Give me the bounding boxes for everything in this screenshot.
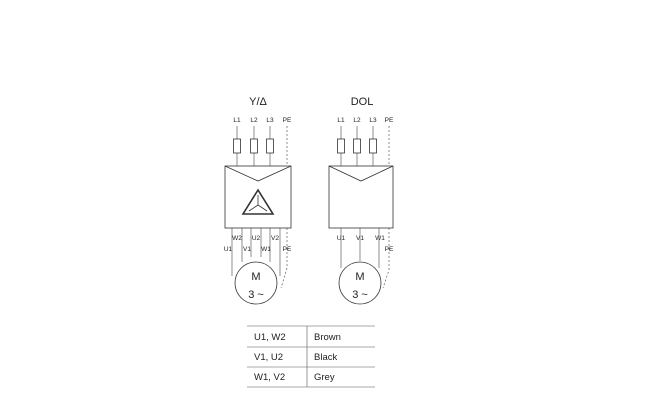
star-symbol-leg-2: [248, 204, 259, 212]
fuse-l3: [266, 138, 274, 154]
fuse-l2: [250, 138, 258, 154]
table-cell-terminals: U1, W2: [254, 332, 286, 343]
fuse-l1: [337, 138, 345, 154]
table-cell-color: Brown: [314, 332, 341, 343]
motor-pe-lead: [280, 228, 288, 289]
motor-letter: M: [251, 271, 260, 283]
terminal-label-w1: W1: [261, 246, 271, 253]
terminal-label-w2: W2: [232, 235, 242, 242]
fuse-l1: [233, 138, 241, 154]
dol-starter-box: [328, 165, 394, 229]
supply-label-pe: PE: [385, 117, 394, 124]
star-symbol-leg-3: [257, 204, 268, 212]
starter-chevron: [224, 165, 292, 182]
table-cell-color: Black: [314, 352, 337, 363]
supply-label-l3: L3: [369, 117, 377, 124]
starter-chevron: [328, 165, 394, 182]
supply-label-l2: L2: [250, 117, 258, 124]
terminal-label-u2: U2: [252, 235, 261, 242]
supply-label-l1: L1: [337, 117, 345, 124]
table-row: U1, W2 Brown: [254, 332, 341, 343]
supply-label-pe: PE: [283, 117, 292, 124]
table-row: W1, V2 Grey: [254, 372, 335, 383]
table-row: V1, U2 Black: [254, 352, 337, 363]
motor-letter: M: [355, 271, 364, 283]
supply-label-l3: L3: [266, 117, 274, 124]
star-delta-motor: [234, 261, 278, 305]
star-delta-diagram: Y/Δ L1 L2 L3 PE W2 U2 V2 U1 V1 W1 PE: [224, 96, 292, 305]
terminal-label-u1: U1: [224, 246, 233, 253]
terminal-label-v1: V1: [243, 246, 251, 253]
dol-motor: [338, 261, 382, 305]
table-cell-terminals: W1, V2: [254, 372, 285, 383]
terminal-label-v2: V2: [271, 235, 279, 242]
table-cell-terminals: V1, U2: [254, 352, 283, 363]
motor-phase: 3 ~: [248, 289, 264, 301]
terminal-label-pe: PE: [283, 246, 292, 253]
motor-phase: 3 ~: [352, 289, 368, 301]
dol-diagram: DOL L1 L2 L3 PE U1 V1 W1 PE M 3 ~: [328, 96, 394, 305]
fuse-l2: [353, 138, 361, 154]
supply-label-l2: L2: [353, 117, 361, 124]
terminal-label-w1: W1: [375, 235, 385, 242]
wire-color-table: U1, W2 Brown V1, U2 Black W1, V2 Grey: [247, 325, 375, 388]
motor-pe-lead: [382, 228, 390, 289]
supply-label-l1: L1: [233, 117, 241, 124]
star-delta-title: Y/Δ: [249, 96, 267, 108]
dol-title: DOL: [351, 96, 374, 108]
terminal-label-pe: PE: [385, 246, 394, 253]
fuse-l3: [369, 138, 377, 154]
table-cell-color: Grey: [314, 372, 335, 383]
